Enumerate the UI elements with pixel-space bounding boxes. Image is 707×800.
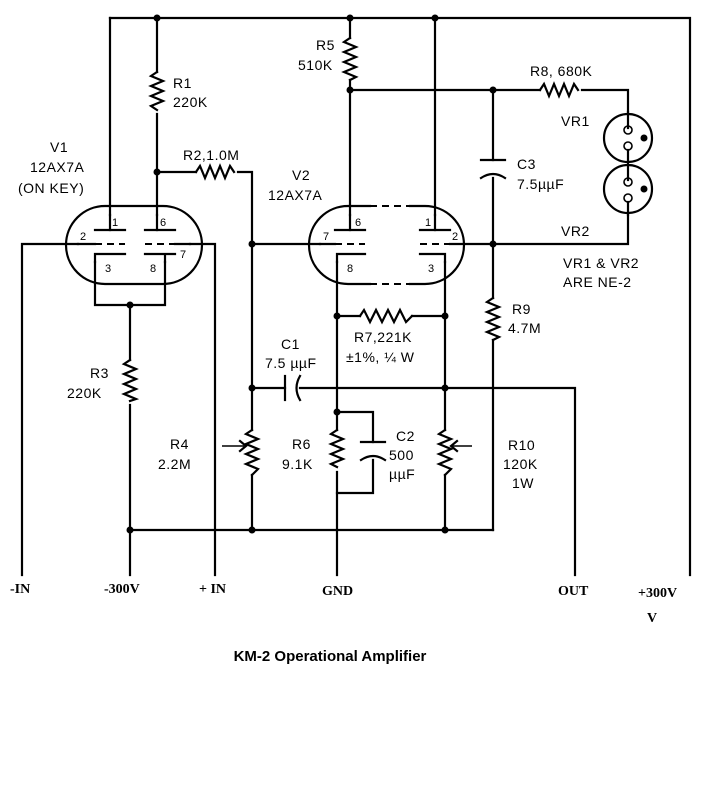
r9-ref-label: R9 xyxy=(512,301,531,317)
terminal-plus-300v: +300V xyxy=(638,586,677,601)
c3-value-label: 7.5µµF xyxy=(517,176,564,192)
resistor-r8 xyxy=(538,81,580,99)
r1-ref-label: R1 xyxy=(173,75,192,91)
r4-value-label: 2.2M xyxy=(158,456,191,472)
v2-pin-3: 3 xyxy=(428,263,434,275)
resistor-r9 xyxy=(484,296,502,342)
v2-pin-7: 7 xyxy=(323,231,329,243)
terminal-minus-300v: -300V xyxy=(104,582,140,597)
junction-dots xyxy=(126,14,497,534)
r7-spec-label: ±1%, ¼ W xyxy=(346,349,415,365)
r3-value-label: 220K xyxy=(67,385,102,401)
resistor-r1 xyxy=(148,70,166,112)
resistor-r7 xyxy=(358,307,414,325)
tube-v2 xyxy=(307,204,466,286)
r10-value-label: 120K xyxy=(503,456,538,472)
neon-lamp-vr2 xyxy=(602,160,654,217)
c2-value2-label: µµF xyxy=(389,466,415,482)
resistor-r10 xyxy=(436,428,472,477)
r1-value-label: 220K xyxy=(173,94,208,110)
vr-note-line1: VR1 & VR2 xyxy=(563,255,639,271)
wiring xyxy=(20,16,692,577)
v1-type-label: 12AX7A xyxy=(30,159,85,175)
terminal-plus-300v-unit: V xyxy=(647,611,657,626)
resistor-r2 xyxy=(194,163,236,181)
vr1-ref-label: VR1 xyxy=(561,113,590,129)
capacitor-c3 xyxy=(479,158,507,180)
resistor-r3 xyxy=(121,358,140,403)
v1-pin-2: 2 xyxy=(80,231,86,243)
v1-pin-7: 7 xyxy=(180,249,186,261)
r5-ref-label: R5 xyxy=(316,37,335,53)
vr2-ref-label: VR2 xyxy=(561,223,590,239)
r5-value-label: 510K xyxy=(298,57,333,73)
v2-pin-8: 8 xyxy=(347,263,353,275)
r2-label: R2,1.0M xyxy=(183,147,239,163)
v1-note-label: (ON KEY) xyxy=(18,180,84,196)
c2-value1-label: 500 xyxy=(389,447,414,463)
r10-ref-label: R10 xyxy=(508,437,535,453)
r4-ref-label: R4 xyxy=(170,436,189,452)
terminal-gnd: GND xyxy=(322,584,353,599)
r7-label: R7,221K xyxy=(354,329,412,345)
v1-pin-8: 8 xyxy=(150,263,156,275)
v1-pin-6: 6 xyxy=(160,217,166,229)
resistor-r4 xyxy=(222,428,261,477)
c1-value-label: 7.5 µµF xyxy=(265,355,317,371)
terminal-minus-in: -IN xyxy=(10,582,30,597)
v1-pin-3: 3 xyxy=(105,263,111,275)
r10-rating-label: 1W xyxy=(512,475,534,491)
c3-ref-label: C3 xyxy=(517,156,536,172)
v2-type-label: 12AX7A xyxy=(268,187,323,203)
v2-pin-6: 6 xyxy=(355,217,361,229)
neon-lamp-vr1 xyxy=(602,110,654,164)
v1-pin-1: 1 xyxy=(112,217,118,229)
terminal-plus-in: + IN xyxy=(199,582,226,597)
v1-ref-label: V1 xyxy=(50,139,68,155)
tube-v1 xyxy=(64,204,204,286)
resistor-r5 xyxy=(341,36,359,82)
v2-ref-label: V2 xyxy=(292,167,310,183)
r3-ref-label: R3 xyxy=(90,365,109,381)
capacitor-c1 xyxy=(283,374,302,402)
diagram-caption: KM-2 Operational Amplifier xyxy=(233,648,427,665)
r9-value-label: 4.7M xyxy=(508,320,541,336)
resistor-r6 xyxy=(328,428,346,469)
v2-pin-1: 1 xyxy=(425,217,431,229)
terminal-out: OUT xyxy=(558,584,589,599)
c1-ref-label: C1 xyxy=(281,336,300,352)
capacitor-c2 xyxy=(359,440,387,462)
r6-ref-label: R6 xyxy=(292,436,311,452)
vr-note-line2: ARE NE-2 xyxy=(563,274,632,290)
r6-value-label: 9.1K xyxy=(282,456,313,472)
c2-ref-label: C2 xyxy=(396,428,415,444)
v2-pin-2: 2 xyxy=(452,231,458,243)
r8-label: R8, 680K xyxy=(530,63,593,79)
